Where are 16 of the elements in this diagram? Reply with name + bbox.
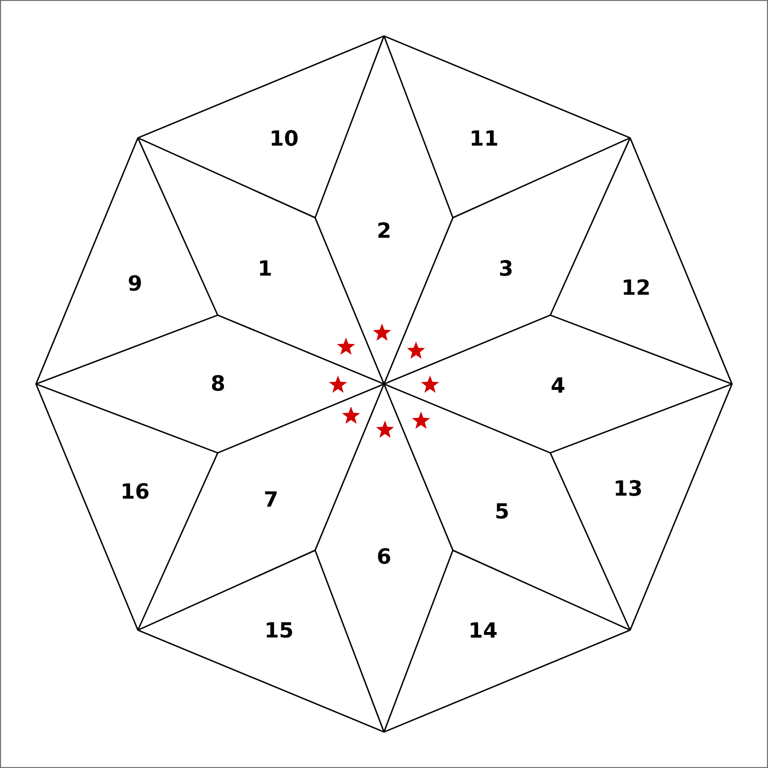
region-number: 7 [265,491,277,507]
region-number: 9 [128,275,141,291]
region-number: 15 [266,622,292,638]
region-number: 2 [378,222,390,238]
region-number: 10 [272,130,298,146]
region-number: 8 [212,375,224,391]
region-number: 5 [496,503,508,519]
region-number: 13 [616,480,641,496]
region-number: 1 [260,260,271,276]
region-number: 12 [624,279,649,295]
region-number: 6 [378,548,390,564]
region-number: 4 [552,377,564,393]
region-number: 3 [500,260,512,276]
region-number: 16 [122,483,148,499]
region-number: 14 [470,622,497,638]
region-number: 11 [472,130,498,146]
